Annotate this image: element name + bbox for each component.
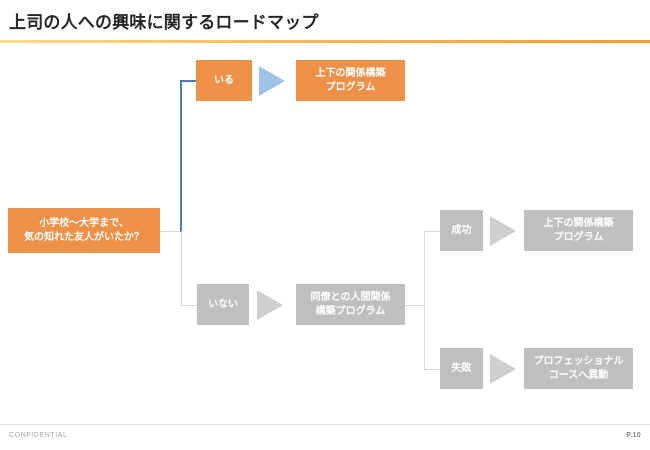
node-outcome-success-line1: 上下の関係構築 [543, 218, 614, 229]
node-decision-no[interactable]: いない [197, 284, 249, 325]
footer-divider [0, 424, 650, 425]
node-root-question[interactable]: 小学校〜大学まで、 気の知れた友人がいたか？ [8, 208, 160, 253]
connector-root-to-yes-vertical [180, 80, 182, 232]
node-program-peer[interactable]: 同僚との人間関係 構築プログラム [296, 284, 405, 325]
triangle-right-icon-success [490, 216, 516, 246]
node-outcome-success-line2: プログラム [553, 231, 604, 243]
node-root-line1: 小学校〜大学まで、 [39, 218, 129, 229]
title-underline-rule [0, 40, 650, 43]
node-outcome-failure[interactable]: プロフェッショナル コースへ異動 [524, 348, 633, 389]
node-root-line2: 気の知れた友人がいたか？ [24, 231, 144, 243]
node-program-peer-line2: 構築プログラム [315, 305, 386, 317]
page-title: 上司の人への興味に関するロードマップ [9, 13, 319, 32]
connector-root-to-no-vertical [181, 231, 182, 306]
triangle-right-icon-no [257, 290, 283, 320]
connector-root-to-no-horizontal [181, 305, 197, 306]
connector-program-split-vertical [424, 231, 425, 370]
triangle-right-icon-failure [490, 354, 516, 384]
triangle-right-icon-yes [259, 66, 285, 96]
node-outcome-success[interactable]: 上下の関係構築 プログラム [524, 210, 633, 251]
node-decision-failure[interactable]: 失敗 [440, 348, 483, 389]
connector-root-stub [160, 231, 182, 232]
node-decision-success[interactable]: 成功 [440, 210, 483, 251]
title-bar: 上司の人への興味に関するロードマップ [0, 0, 650, 40]
connector-program-stub [405, 305, 425, 306]
footer-page-number: P.10 [626, 432, 641, 439]
node-decision-yes[interactable]: いる [196, 60, 252, 101]
connector-root-to-yes-horizontal [180, 80, 196, 82]
node-outcome-failure-line1: プロフェッショナル [533, 356, 624, 367]
footer-confidential-label: CONFIDENTIAL [9, 432, 68, 439]
node-outcome-yes-line2: プログラム [325, 81, 376, 93]
connector-program-to-failure [424, 369, 441, 370]
node-outcome-yes[interactable]: 上下の関係構築 プログラム [296, 60, 405, 101]
node-outcome-yes-line1: 上下の関係構築 [315, 68, 386, 79]
node-program-peer-line1: 同僚との人間関係 [310, 292, 391, 303]
node-outcome-failure-line2: コースへ異動 [548, 369, 609, 381]
connector-program-to-success [424, 231, 441, 232]
